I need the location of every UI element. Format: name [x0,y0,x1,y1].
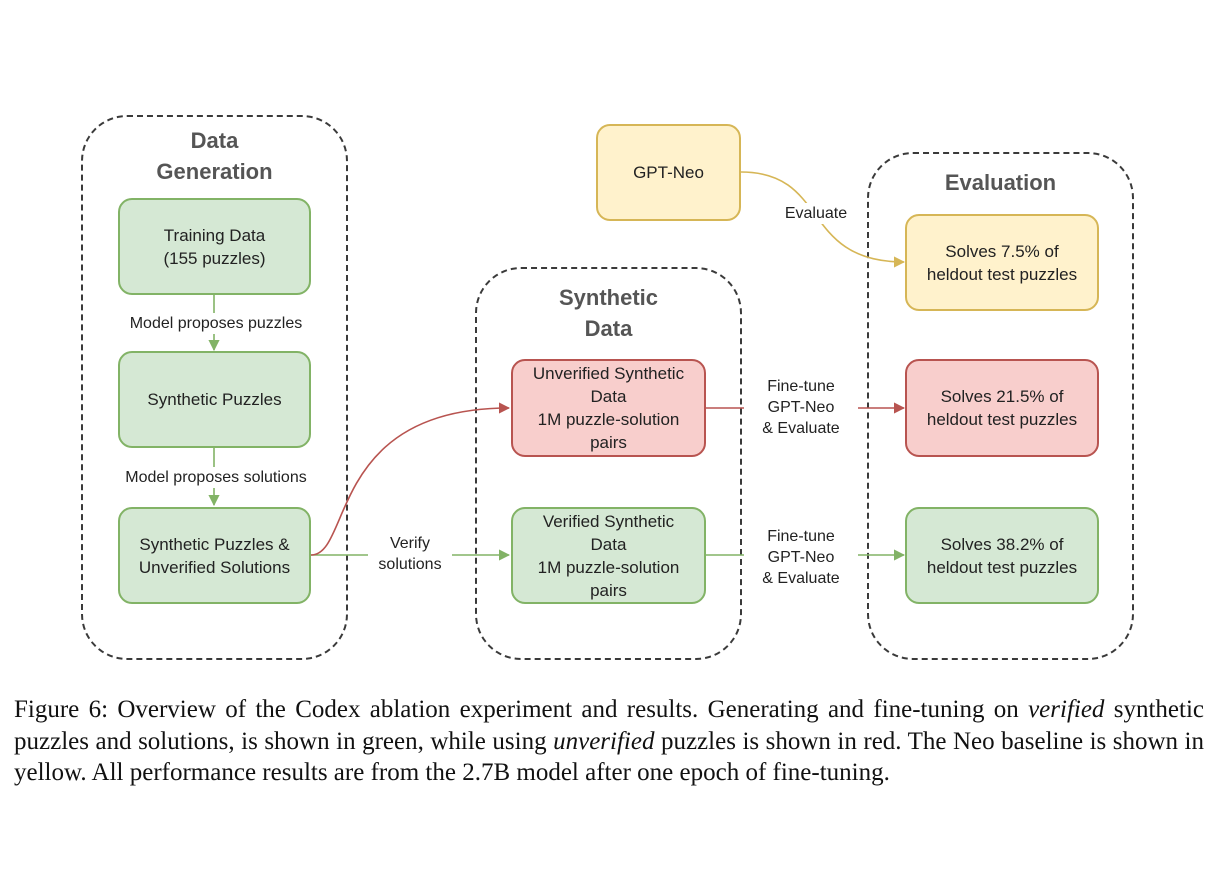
edge-label-finetune-green: Fine-tune GPT-Neo & Evaluate [744,526,858,589]
verified-synthetic-data-label: Verified Synthetic Data 1M puzzle-soluti… [537,511,680,600]
evaluation-group [867,152,1134,660]
synthetic-puzzles-label: Synthetic Puzzles [147,390,282,409]
verified-synthetic-data-node: Verified Synthetic Data 1M puzzle-soluti… [511,507,706,604]
result-yellow-label: Solves 7.5% of heldout test puzzles [926,241,1078,284]
data-generation-title: Data Generation [156,128,273,184]
result-red-node: Solves 21.5% of heldout test puzzles [905,359,1099,457]
training-data-label: Training Data (155 puzzles) [163,225,266,268]
result-yellow-node: Solves 7.5% of heldout test puzzles [905,214,1099,311]
puzzles-unverified-solutions-node: Synthetic Puzzles & Unverified Solutions [118,507,311,604]
unverified-synthetic-data-node: Unverified Synthetic Data 1M puzzle-solu… [511,359,706,457]
unverified-synthetic-data-label: Unverified Synthetic Data 1M puzzle-solu… [532,364,685,452]
result-red-label: Solves 21.5% of heldout test puzzles [926,387,1078,429]
caption-middle: synthetic puzzles and solutions, is show… [14,696,1205,755]
caption-emphasis-unverified: unverified [553,727,655,755]
gpt-neo-label: GPT-Neo [633,163,704,182]
caption-tail: puzzles is shown in red. The Neo baselin… [14,727,1204,787]
edge-label-proposes-solutions: Model proposes solutions [109,467,323,488]
puzzles-unverified-solutions-label: Synthetic Puzzles & Unverified Solutions [138,534,291,577]
result-green-node: Solves 38.2% of heldout test puzzles [905,507,1099,604]
figure-caption: Figure 6: Overview of the Codex ablation… [14,694,1204,789]
caption-emphasis-verified: verified [1028,696,1105,723]
edge-label-verify: Verify solutions [368,533,452,575]
edge-label-proposes-puzzles: Model proposes puzzles [114,313,318,334]
synthetic-data-title: Synthetic Data [558,285,659,341]
gpt-neo-node: GPT-Neo [596,124,741,221]
edge-label-evaluate: Evaluate [774,203,858,224]
caption-lead: Figure 6: Overview of the Codex ablation… [14,696,1029,723]
edge-unverified-to-synthetic-data [310,402,511,556]
data-generation-group [81,115,348,660]
result-green-label: Solves 38.2% of heldout test puzzles [926,534,1078,577]
synthetic-data-group [475,267,742,660]
training-data-node: Training Data (155 puzzles) [118,198,311,295]
evaluation-title: Evaluation [944,170,1057,195]
synthetic-puzzles-node: Synthetic Puzzles [118,351,311,448]
edge-label-finetune-red: Fine-tune GPT-Neo & Evaluate [744,376,858,439]
